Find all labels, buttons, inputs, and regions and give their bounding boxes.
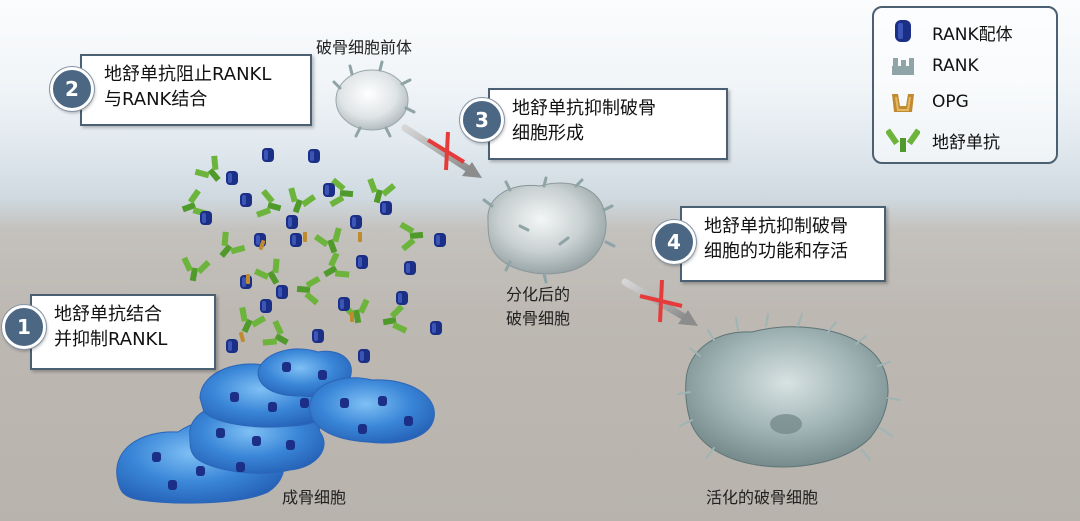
callout-4-line-1: 地舒单抗抑制破骨	[704, 216, 848, 237]
label-differentiated-line-2: 破骨细胞	[505, 309, 570, 328]
callout-1: 地舒单抗结合 并抑制RANKL	[30, 294, 216, 370]
differentiated-osteoclast-cell	[482, 176, 616, 284]
label-differentiated-osteoclast: 分化后的 破骨细胞	[488, 283, 588, 331]
callout-2-line-2: 与RANK结合	[104, 89, 208, 110]
label-activated-osteoclast: 活化的破骨细胞	[706, 488, 819, 507]
arrow-precursor-to-differentiated	[401, 124, 482, 178]
legend-label-rankl: RANK配体	[932, 25, 1013, 45]
callout-2: 地舒单抗阻止RANKL 与RANK结合	[80, 54, 312, 126]
legend-item-denosumab: 地舒单抗	[882, 124, 1058, 154]
blocked-cross-2	[639, 279, 683, 323]
osteoclast-precursor-cell	[332, 60, 416, 138]
denosumab-antibody-icon	[886, 128, 920, 152]
rank-receptor-icon	[892, 58, 914, 75]
label-osteoblast: 成骨细胞	[282, 488, 347, 507]
callout-4-line-2: 细胞的功能和存活	[704, 241, 848, 262]
osteoblast-cells	[116, 348, 435, 504]
callout-1-line-1: 地舒单抗结合	[54, 304, 162, 325]
callout-3-number-badge: 3	[460, 98, 504, 142]
opg-icon	[892, 94, 914, 112]
callout-3-line-1: 地舒单抗抑制破骨	[512, 98, 656, 119]
callout-3-line-2: 细胞形成	[512, 123, 584, 144]
callout-1-line-2: 并抑制RANKL	[54, 329, 168, 350]
label-osteoclast-precursor: 破骨细胞前体	[316, 38, 413, 57]
callout-1-number-badge: 1	[2, 305, 46, 349]
callout-2-number-badge: 2	[50, 67, 94, 111]
callout-2-line-1: 地舒单抗阻止RANKL	[104, 64, 272, 85]
callout-3: 地舒单抗抑制破骨 细胞形成	[488, 88, 728, 160]
callout-4-number-badge: 4	[652, 220, 696, 264]
activated-osteoclast-cell	[677, 313, 901, 468]
legend-item-opg: OPG	[882, 88, 1058, 118]
rankl-ligand-icon	[895, 20, 911, 42]
legend-label-opg: OPG	[932, 92, 969, 112]
legend-label-denosumab: 地舒单抗	[932, 133, 1000, 153]
callout-4: 地舒单抗抑制破骨 细胞的功能和存活	[680, 206, 886, 282]
legend-item-rankl: RANK配体	[882, 16, 1058, 46]
legend-label-rank: RANK	[932, 56, 979, 76]
blocked-cross-1	[426, 131, 466, 171]
antibody-rankl-cloud	[177, 148, 446, 363]
label-differentiated-line-1: 分化后的	[505, 285, 570, 304]
legend-item-rank: RANK	[882, 52, 1058, 82]
legend: RANK配体 RANK OPG 地舒单抗	[872, 6, 1058, 164]
